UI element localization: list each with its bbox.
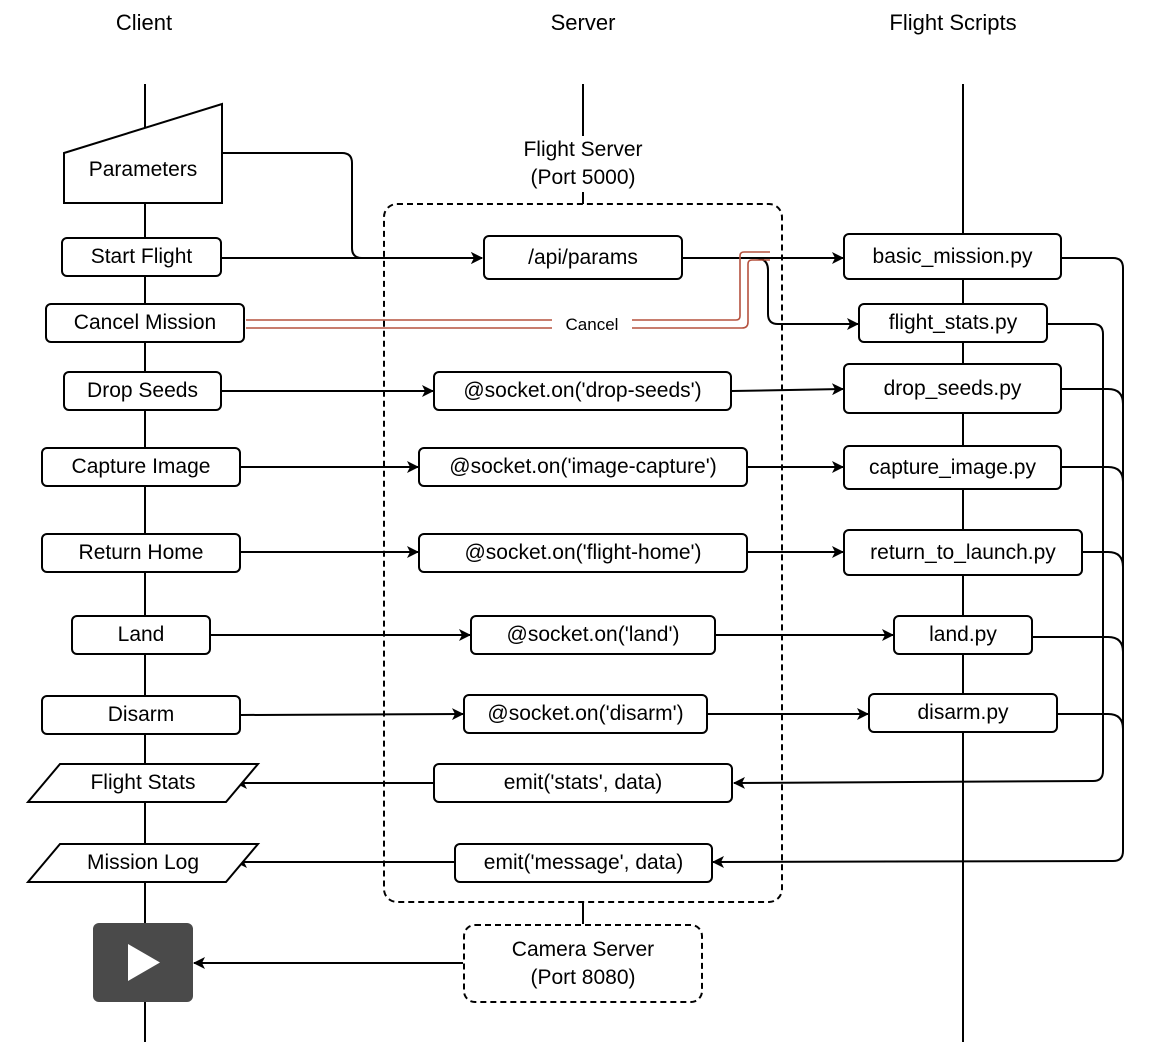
cancel-line-a xyxy=(246,251,770,321)
socket-drop-seeds: @socket.on('drop-seeds') xyxy=(433,371,732,411)
capture-image-button[interactable]: Capture Image xyxy=(41,447,241,487)
parameters-shape xyxy=(63,102,223,204)
flight-server-group xyxy=(383,203,783,903)
disarm-return-line xyxy=(1058,713,1124,730)
server-column-header: Server xyxy=(550,10,616,35)
flight-server-title: Flight Server (Port 5000) xyxy=(493,136,673,192)
socket-flight-home: @socket.on('flight-home') xyxy=(418,533,748,573)
socket-disarm: @socket.on('disarm') xyxy=(463,694,708,734)
return-home-button[interactable]: Return Home xyxy=(41,533,241,573)
basic-return-line xyxy=(712,257,1124,868)
camera-server-box: Camera Server (Port 8080) xyxy=(463,924,703,1003)
capture-return-line xyxy=(1062,466,1124,483)
disarm-button[interactable]: Disarm xyxy=(41,695,241,735)
client-column-header: Client xyxy=(115,10,173,35)
start-flight-button[interactable]: Start Flight xyxy=(61,237,222,277)
api-params-endpoint: /api/params xyxy=(483,235,683,280)
capture-image-script: capture_image.py xyxy=(843,445,1062,490)
mission-log-shape xyxy=(25,843,261,883)
play-icon xyxy=(128,944,160,981)
socket-land: @socket.on('land') xyxy=(470,615,716,655)
mission-log-output: Mission Log xyxy=(86,851,200,874)
flight-stats-script: flight_stats.py xyxy=(858,303,1048,343)
cancel-line-b xyxy=(246,259,770,329)
video-player[interactable] xyxy=(93,923,193,1002)
cancel-label: Cancel xyxy=(552,314,632,336)
camera-server-name: Camera Server xyxy=(511,937,655,961)
camera-server-port: (Port 8080) xyxy=(530,965,636,989)
cancel-mission-button[interactable]: Cancel Mission xyxy=(45,303,245,343)
emit-message: emit('message', data) xyxy=(454,843,713,883)
drop-seeds-button[interactable]: Drop Seeds xyxy=(63,371,222,411)
scripts-column-header: Flight Scripts xyxy=(889,10,1017,35)
drop-seeds-script-arrow xyxy=(731,383,844,396)
flight-server-port: (Port 5000) xyxy=(530,166,636,189)
drop-seeds-return-line xyxy=(1062,388,1124,405)
disarm-script: disarm.py xyxy=(868,693,1058,733)
return-return-line xyxy=(1083,551,1124,568)
land-return-line xyxy=(1033,636,1124,653)
flight-stats-output: Flight Stats xyxy=(90,771,196,794)
flight-stats-shape xyxy=(25,763,261,803)
basic-mission-script: basic_mission.py xyxy=(843,233,1062,280)
socket-image-capture: @socket.on('image-capture') xyxy=(418,447,748,487)
land-script: land.py xyxy=(893,615,1033,655)
land-button[interactable]: Land xyxy=(71,615,211,655)
emit-stats: emit('stats', data) xyxy=(433,763,733,803)
disarm-arrow xyxy=(240,708,464,721)
drop-seeds-script: drop_seeds.py xyxy=(843,363,1062,414)
flight-server-name: Flight Server xyxy=(523,138,643,161)
return-to-launch-script: return_to_launch.py xyxy=(843,529,1083,576)
parameters-input[interactable]: Parameters xyxy=(88,158,198,181)
api-to-stats-arrow xyxy=(683,257,859,330)
